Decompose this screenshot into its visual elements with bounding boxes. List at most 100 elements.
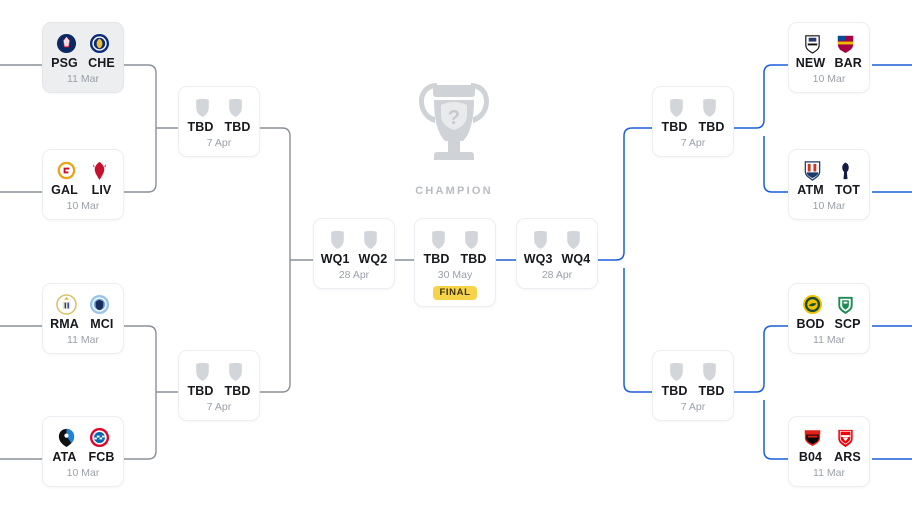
- generic-shield-icon: [670, 98, 683, 117]
- away-team-abbr: TOT: [834, 183, 861, 197]
- match-teams: TBD TBD: [183, 120, 255, 135]
- generic-shield-icon: [670, 362, 683, 381]
- away-team-abbr: BAR: [834, 56, 862, 70]
- away-team-abbr: SCP: [834, 317, 861, 331]
- atletico-crest-icon: [804, 161, 821, 181]
- match-crests: [183, 94, 255, 118]
- match-crests: [657, 358, 729, 382]
- home-team-abbr: TBD: [661, 384, 688, 398]
- home-team-abbr: WQ1: [320, 252, 350, 266]
- away-team-abbr: CHE: [88, 56, 115, 70]
- match-card-r16-r2[interactable]: ATM TOT 10 Mar: [788, 149, 870, 220]
- svg-text:?: ?: [448, 107, 460, 129]
- match-crests: [47, 30, 119, 54]
- match-date: 11 Mar: [813, 334, 845, 346]
- home-team-abbr: WQ3: [523, 252, 553, 266]
- psg-crest-icon: [56, 33, 77, 54]
- match-card-r16-r3[interactable]: BOD SCP 11 Mar: [788, 283, 870, 354]
- away-team-abbr: TBD: [224, 120, 251, 134]
- match-date: 10 Mar: [66, 467, 100, 479]
- real-madrid-crest-icon: [56, 294, 77, 315]
- match-card-r16-l2[interactable]: GAL LIV 10 Mar: [42, 149, 124, 220]
- match-card-sf-right[interactable]: WQ3 WQ4 28 Apr: [516, 218, 598, 289]
- match-crests: [419, 226, 491, 250]
- match-crests: [657, 94, 729, 118]
- match-date: 28 Apr: [338, 269, 370, 281]
- match-date: 11 Mar: [67, 73, 99, 85]
- home-team-abbr: TBD: [187, 120, 214, 134]
- generic-shield-icon: [331, 230, 344, 249]
- match-teams: NEW BAR: [793, 56, 865, 71]
- match-date: 11 Mar: [813, 467, 845, 479]
- match-date: 10 Mar: [66, 200, 100, 212]
- away-team-abbr: TBD: [460, 252, 487, 266]
- generic-shield-icon: [229, 98, 242, 117]
- generic-shield-icon: [229, 362, 242, 381]
- home-team-abbr: RMA: [50, 317, 79, 331]
- bayern-crest-icon: [89, 427, 110, 448]
- man-city-crest-icon: [89, 294, 110, 315]
- match-teams: BOD SCP: [793, 317, 865, 332]
- champion-label: CHAMPION: [415, 185, 493, 197]
- match-date: 30 May: [437, 269, 473, 281]
- home-team-abbr: ATA: [52, 450, 77, 464]
- match-crests: [793, 157, 865, 181]
- liverpool-crest-icon: [92, 161, 107, 181]
- match-card-r16-r1[interactable]: NEW BAR 10 Mar: [788, 22, 870, 93]
- home-team-abbr: BOD: [796, 317, 825, 331]
- match-crests: [183, 358, 255, 382]
- generic-shield-icon: [567, 230, 580, 249]
- tottenham-crest-icon: [842, 162, 849, 180]
- match-date: 28 Apr: [541, 269, 573, 281]
- match-teams: TBD TBD: [657, 120, 729, 135]
- away-team-abbr: WQ4: [561, 252, 591, 266]
- home-team-abbr: ATM: [797, 183, 824, 197]
- match-card-r16-l4[interactable]: ATA FCB 10 Mar: [42, 416, 124, 487]
- match-card-qf-r2[interactable]: TBD TBD 7 Apr: [652, 350, 734, 421]
- match-date: 7 Apr: [680, 137, 706, 149]
- match-teams: WQ3 WQ4: [521, 252, 593, 267]
- champion-placeholder: ? CHAMPION: [394, 78, 514, 197]
- leverkusen-crest-icon: [804, 430, 821, 447]
- sporting-crest-icon: [838, 296, 853, 315]
- match-crests: [793, 424, 865, 448]
- match-crests: [318, 226, 390, 250]
- away-team-abbr: ARS: [834, 450, 861, 464]
- match-date: 10 Mar: [812, 73, 846, 85]
- generic-shield-icon: [703, 98, 716, 117]
- match-date: 7 Apr: [680, 401, 706, 413]
- away-team-abbr: TBD: [698, 384, 725, 398]
- galatasaray-crest-icon: [57, 161, 76, 180]
- match-date: 10 Mar: [812, 200, 846, 212]
- home-team-abbr: NEW: [795, 56, 826, 70]
- match-crests: [47, 291, 119, 315]
- generic-shield-icon: [196, 98, 209, 117]
- generic-shield-icon: [703, 362, 716, 381]
- match-teams: RMA MCI: [47, 317, 119, 332]
- match-crests: [793, 291, 865, 315]
- home-team-abbr: TBD: [423, 252, 450, 266]
- match-card-qf-r1[interactable]: TBD TBD 7 Apr: [652, 86, 734, 157]
- home-team-abbr: TBD: [661, 120, 688, 134]
- away-team-abbr: TBD: [698, 120, 725, 134]
- home-team-abbr: GAL: [51, 183, 78, 197]
- away-team-abbr: TBD: [224, 384, 251, 398]
- match-crests: [47, 157, 119, 181]
- away-team-abbr: MCI: [90, 317, 114, 331]
- away-team-abbr: LIV: [91, 183, 112, 197]
- generic-shield-icon: [364, 230, 377, 249]
- match-teams: ATM TOT: [793, 183, 865, 198]
- final-badge[interactable]: FINAL: [432, 285, 478, 300]
- away-team-abbr: FCB: [88, 450, 115, 464]
